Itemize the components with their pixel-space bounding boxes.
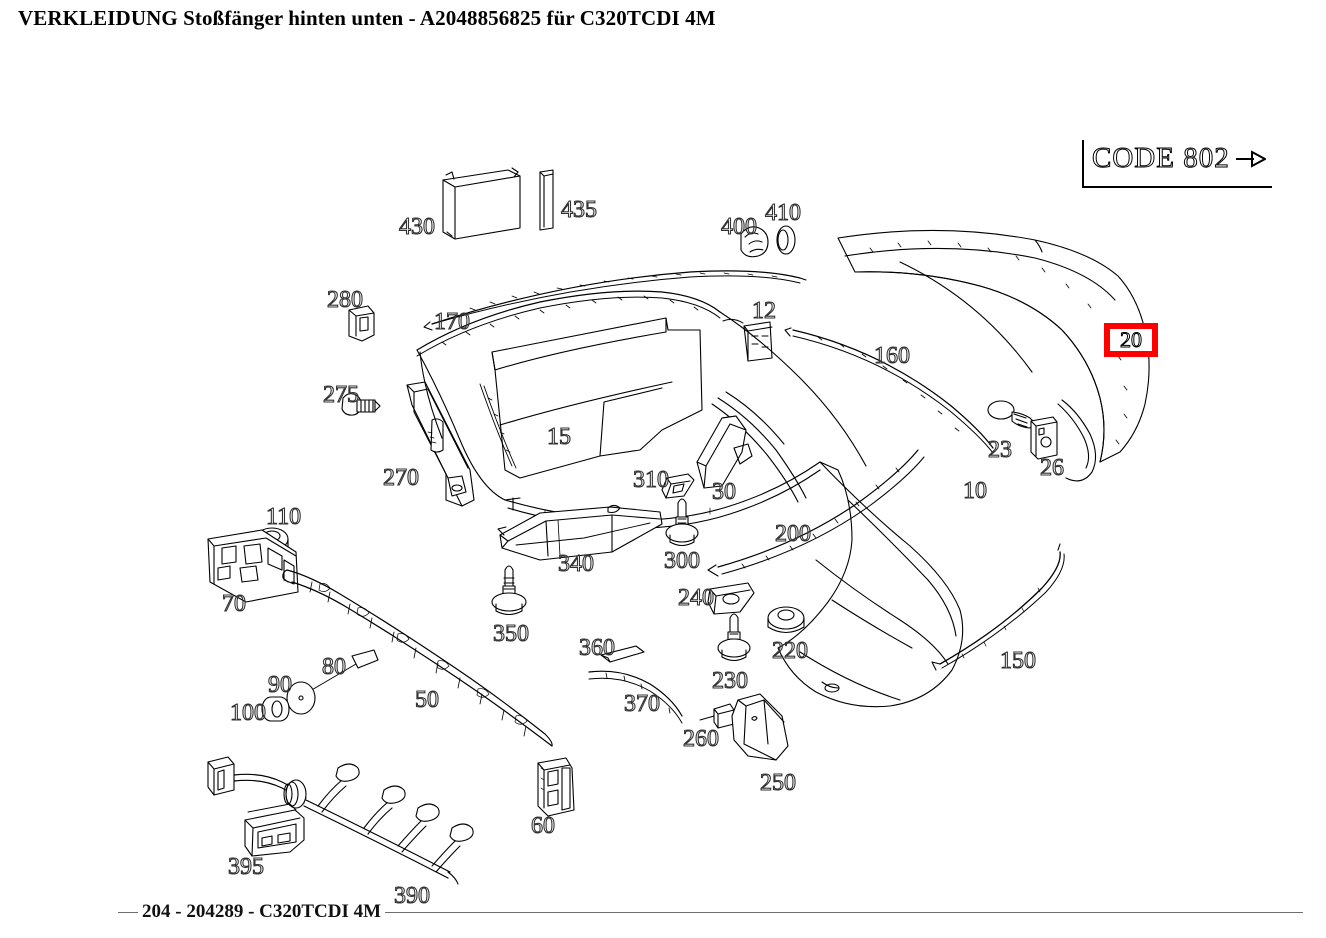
callout-label-340[interactable]: 340: [557, 551, 594, 577]
part-300-rivet: [665, 498, 699, 547]
code-bracket: [1082, 140, 1272, 188]
callout-label-370[interactable]: 370: [623, 691, 660, 717]
part-200-strip: [707, 449, 925, 577]
callout-label-280[interactable]: 280: [326, 287, 363, 313]
callout-label-270[interactable]: 270: [382, 465, 419, 491]
callout-label-275[interactable]: 275: [322, 382, 359, 408]
part-250-flap: [731, 693, 789, 761]
callout-label-435[interactable]: 435: [560, 197, 597, 223]
callout-label-12[interactable]: 12: [751, 298, 776, 324]
part-220-bushing: [767, 606, 805, 634]
callout-label-250[interactable]: 250: [759, 770, 796, 796]
callout-20-number: 20: [1120, 327, 1143, 352]
callout-label-80[interactable]: 80: [321, 654, 346, 680]
part-100-grommet: [261, 696, 290, 722]
part-150-trim-rail: [931, 543, 1065, 671]
part-260-plug: [699, 703, 735, 729]
callout-label-30[interactable]: 30: [711, 479, 736, 505]
callout-label-160[interactable]: 160: [873, 343, 910, 369]
part-230-rivet: [717, 613, 751, 662]
right-arrow-icon: [1236, 150, 1266, 168]
callout-label-100[interactable]: 100: [229, 700, 266, 726]
part-170-trim-rail: [423, 270, 807, 331]
callout-label-15[interactable]: 15: [546, 424, 571, 450]
callout-label-395[interactable]: 395: [227, 854, 264, 880]
callout-label-150[interactable]: 150: [999, 648, 1036, 674]
callout-label-10[interactable]: 10: [962, 478, 987, 504]
part-12-bracket: [722, 318, 773, 362]
footer-caption: 204 - 204289 - C320TCDI 4M: [138, 901, 386, 923]
part-410-ring: [776, 225, 796, 255]
callout-label-260[interactable]: 260: [682, 726, 719, 752]
callout-label-300[interactable]: 300: [663, 548, 700, 574]
part-350-rivet: [491, 565, 527, 616]
callout-label-170[interactable]: 170: [433, 309, 470, 335]
callout-label-26[interactable]: 26: [1039, 455, 1064, 481]
callout-label-230[interactable]: 230: [711, 668, 748, 694]
part-60-sensor-bracket: [537, 757, 575, 817]
part-395-connector: [244, 803, 305, 857]
part-26-nut-plate: [1030, 416, 1058, 460]
callout-label-390[interactable]: 390: [393, 883, 430, 909]
callout-label-240[interactable]: 240: [677, 585, 714, 611]
part-435-strip: [539, 169, 554, 231]
part-30-bracket-arm: [696, 415, 753, 489]
part-23-screw: [987, 400, 1039, 429]
callout-label-23[interactable]: 23: [987, 437, 1012, 463]
callout-label-200[interactable]: 200: [774, 521, 811, 547]
callout-label-110[interactable]: 110: [265, 504, 302, 530]
highlighted-callout-20[interactable]: 20: [1104, 323, 1158, 357]
part-10-bumper-right: [777, 461, 964, 708]
callout-label-360[interactable]: 360: [578, 635, 615, 661]
callout-label-410[interactable]: 410: [764, 200, 801, 226]
callout-label-220[interactable]: 220: [771, 638, 808, 664]
callout-label-400[interactable]: 400: [720, 214, 757, 240]
part-430-module: [442, 167, 521, 240]
callout-label-90[interactable]: 90: [267, 672, 292, 698]
callout-label-60[interactable]: 60: [530, 813, 555, 839]
part-240-nut-clip: [707, 582, 755, 615]
callout-label-50[interactable]: 50: [414, 687, 439, 713]
callout-label-430[interactable]: 430: [398, 214, 435, 240]
code-label: CODE 802: [1092, 142, 1230, 175]
page-title: VERKLEIDUNG Stoßfänger hinten unten - A2…: [18, 6, 716, 30]
part-110-bushing: [255, 527, 289, 553]
footer-divider: [118, 912, 1303, 913]
callout-label-350[interactable]: 350: [492, 621, 529, 647]
callout-label-70[interactable]: 70: [221, 591, 246, 617]
callout-label-310[interactable]: 310: [632, 467, 669, 493]
